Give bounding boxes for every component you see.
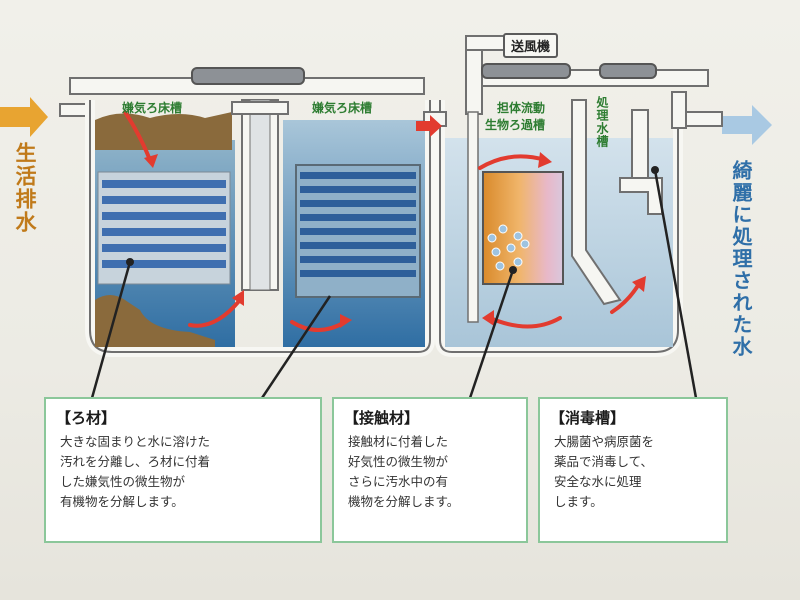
- baffle: [571, 99, 622, 306]
- tank-label-3-line1: 担体流動: [497, 101, 546, 115]
- filter-media-2-slats: [300, 172, 416, 277]
- leader-lines: [90, 169, 698, 399]
- leader-line-2: [260, 295, 332, 399]
- manhole-1: [191, 67, 305, 85]
- leader-line-1: [90, 261, 132, 399]
- leader-line-4: [653, 169, 698, 399]
- output-arrow: [722, 105, 772, 145]
- input-arrow: [0, 97, 48, 137]
- flow-arrow-heads: [144, 152, 646, 328]
- manhole-3: [599, 63, 657, 79]
- callout-contact-media: 【接触材】 接触材に付着した 好気性の微生物が さらに汚水中の有 機物を分解しま…: [332, 397, 528, 543]
- callout-body: 大きな固まりと水に溶けた 汚れを分離し、ろ材に付着 した嫌気性の微生物が 有機物…: [60, 434, 211, 509]
- flow-arrow-5: [478, 154, 547, 170]
- carrier-media-block: [482, 171, 564, 285]
- callout-title: 【消毒槽】: [550, 409, 626, 427]
- flow-arrows: [123, 110, 642, 332]
- manhole-2: [481, 63, 571, 79]
- blower-label: 送風機: [503, 33, 559, 58]
- callout-title: 【接触材】: [344, 409, 420, 427]
- callout-title: 【ろ材】: [56, 409, 117, 427]
- aeration-pipe: [467, 111, 479, 323]
- air-bubbles: [487, 224, 530, 271]
- sludge-layer: [95, 295, 215, 347]
- disinfection-cylinder: [631, 109, 649, 179]
- tank-label-4: 処理水槽: [595, 96, 609, 148]
- input-label: 生活排水: [13, 142, 37, 234]
- callout-filter-media: 【ろ材】 大きな固まりと水に溶けた 汚れを分離し、ろ材に付着 した嫌気性の微生物…: [44, 397, 322, 543]
- tank-label-2: 嫌気ろ床槽: [312, 101, 373, 115]
- filter-media-1-slats: [102, 180, 226, 268]
- leader-line-3: [468, 269, 515, 399]
- scum-layer: [95, 112, 232, 150]
- outlet-pipe: [619, 177, 663, 215]
- leader-dots: [126, 166, 659, 274]
- output-label: 綺麗に処理された水: [729, 160, 753, 358]
- tank-label-3-line2: 生物ろ過槽: [485, 118, 546, 132]
- flow-arrow-1: [123, 110, 152, 162]
- blower-pipe: [465, 43, 483, 115]
- tank-label-1: 嫌気ろ床槽: [122, 101, 183, 115]
- flow-arrow-2: [188, 298, 242, 328]
- flow-arrow-4: [416, 115, 442, 137]
- flow-arrow-6: [488, 316, 562, 329]
- callout-body: 大腸菌や病原菌を 薬品で消毒して、 安全な水に処理 します。: [554, 434, 655, 509]
- callout-body: 接触材に付着した 好気性の微生物が さらに汚水中の有 機物を分解します。: [348, 434, 460, 509]
- callout-disinfection: 【消毒槽】 大腸菌や病原菌を 薬品で消毒して、 安全な水に処理 します。: [538, 397, 728, 543]
